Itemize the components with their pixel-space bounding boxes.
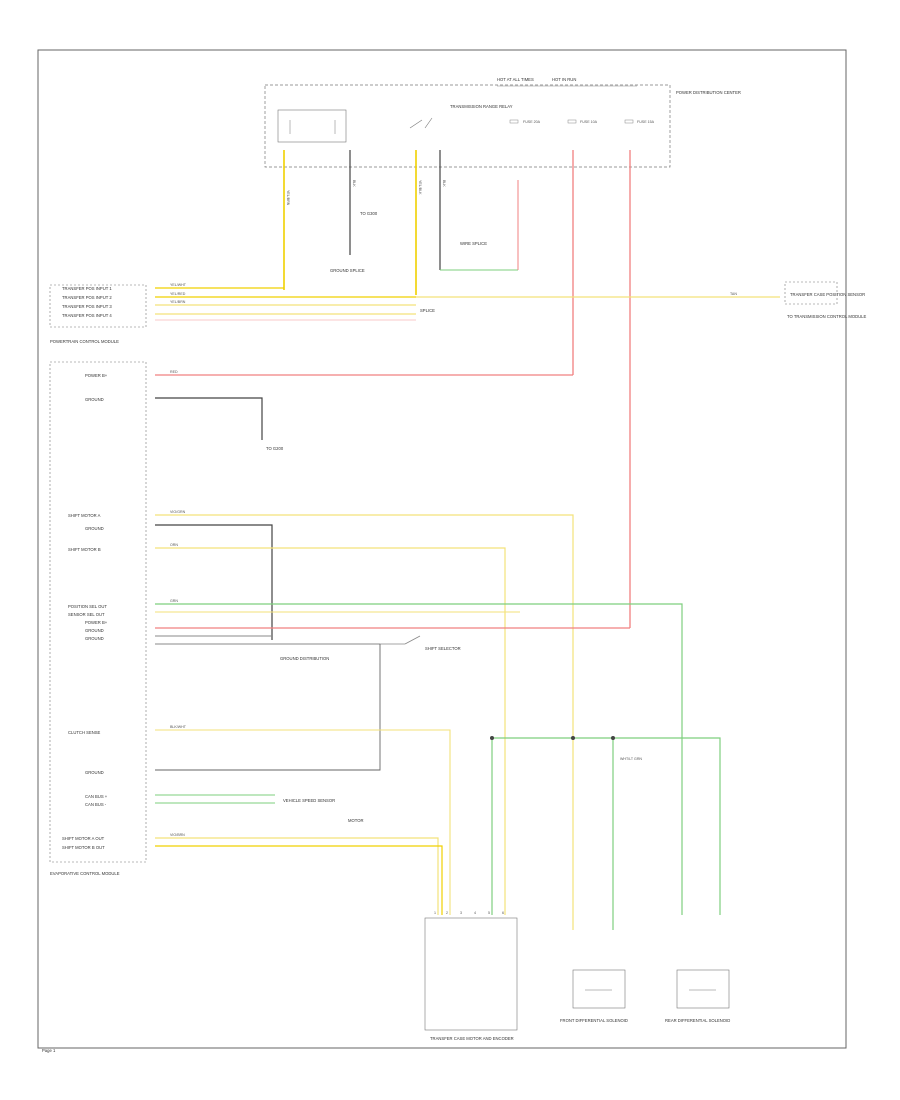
pin-mid-1: POWER B+ bbox=[85, 373, 108, 378]
tcase-pin-6: 6 bbox=[502, 911, 504, 915]
pin-mid-2: GROUND bbox=[85, 397, 104, 402]
pin-lower-4: GROUND bbox=[85, 628, 104, 633]
hot-run-label: HOT IN RUN bbox=[552, 77, 576, 82]
pin-lower-3: POWER B+ bbox=[85, 620, 108, 625]
right-connector: TRANSFER CASE POSITION SENSOR TO TRANSMI… bbox=[784, 281, 866, 319]
vss-note: VEHICLE SPEED SENSOR bbox=[283, 798, 335, 803]
wire-code-y4: YEL/RED bbox=[170, 292, 186, 296]
fuse-2-label: FUSE 10A bbox=[580, 120, 598, 124]
pin-mid-5: SHIFT MOTOR B bbox=[68, 547, 101, 552]
wire-code-w1: WHT/LT GRN bbox=[620, 757, 642, 761]
tcase-connector-label: TRANSFER CASE MOTOR AND ENCODER bbox=[430, 1036, 514, 1041]
tcase-motor-note: MOTOR bbox=[348, 818, 364, 823]
ground-splice-label: GROUND SPLICE bbox=[330, 268, 365, 273]
pin-top-4: TRANSFER POS INPUT 4 bbox=[62, 313, 112, 318]
pin-mid-3: SHIFT MOTOR A bbox=[68, 513, 101, 518]
outer-frame bbox=[37, 49, 847, 1049]
pin-top-1: TRANSFER POS INPUT 1 bbox=[62, 286, 112, 291]
trans-range-relay-label: TRANSMISSION RANGE RELAY bbox=[450, 104, 513, 109]
wire-code-y2: YEL/BLK bbox=[418, 180, 422, 195]
pin-top-3: TRANSFER POS INPUT 3 bbox=[62, 304, 112, 309]
tcase-pin-5: 5 bbox=[488, 911, 490, 915]
module-wires: RED TO G200 VIO/GRN ORN GRN GROUND DISTR… bbox=[155, 370, 721, 930]
pdc-wires: YEL/BRN BLK YEL/BLK BLK TO G300 WIRE SPL… bbox=[283, 150, 631, 628]
wire-code-t1: TAN bbox=[730, 292, 737, 296]
tcase-pin-3: 3 bbox=[460, 911, 462, 915]
fuse-1-label: FUSE 20A bbox=[523, 120, 541, 124]
right-note: TO TRANSMISSION CONTROL MODULE bbox=[787, 314, 866, 319]
wire-code-r1: RED bbox=[170, 370, 178, 374]
wire-code-y3: YEL/WHT bbox=[170, 283, 187, 287]
pin-bottom-2: GROUND bbox=[85, 770, 104, 775]
wire-code-y1: YEL/BRN bbox=[286, 190, 290, 206]
pin-bottom-5: SHIFT MOTOR A OUT bbox=[62, 836, 105, 841]
pin-bottom-6: SHIFT MOTOR B OUT bbox=[62, 845, 105, 850]
g2-note: TO G200 bbox=[266, 446, 284, 451]
hot-batt-label: HOT AT ALL TIMES bbox=[497, 77, 534, 82]
pdc-title: POWER DISTRIBUTION CENTER bbox=[676, 90, 741, 95]
page-number: Page 1 bbox=[42, 1048, 56, 1053]
wire-code-g1: GRN bbox=[170, 599, 178, 603]
rear-axle-solenoid: REAR DIFFERENTIAL SOLENOID bbox=[665, 969, 730, 1023]
pin-bottom-1: CLUTCH SENSE bbox=[68, 730, 101, 735]
tcase-pin-1: 1 bbox=[434, 911, 436, 915]
tcase-pin-4: 4 bbox=[474, 911, 476, 915]
pin-lower-1: POSITION SEL OUT bbox=[68, 604, 107, 609]
pin-lower-5: GROUND bbox=[85, 636, 104, 641]
power-distribution-center: POWER DISTRIBUTION CENTER HOT AT ALL TIM… bbox=[264, 77, 741, 168]
right-conn-label: TRANSFER CASE POSITION SENSOR bbox=[790, 292, 865, 297]
tcase-connector: 1 2 3 4 5 6 TRANSFER CASE MOTOR AND ENCO… bbox=[424, 911, 518, 1041]
wire-code-k2: BLK bbox=[442, 180, 446, 187]
top-connector: TRANSFER POS INPUT 1 TRANSFER POS INPUT … bbox=[49, 283, 780, 328]
wire-code-o1: ORN bbox=[170, 543, 178, 547]
control-module: POWERTRAIN CONTROL MODULE POWER B+ GROUN… bbox=[49, 339, 147, 876]
wire-code-v2: VIO/BRN bbox=[170, 833, 185, 837]
front-axle-label: FRONT DIFFERENTIAL SOLENOID bbox=[560, 1018, 628, 1023]
pin-top-2: TRANSFER POS INPUT 2 bbox=[62, 295, 112, 300]
tcase-pin-2: 2 bbox=[446, 911, 448, 915]
pin-bottom-3: CAN BUS + bbox=[85, 794, 108, 799]
wire-code-b1: BLK/WHT bbox=[170, 725, 187, 729]
pin-bottom-4: CAN BUS - bbox=[85, 802, 107, 807]
wire-code-v1: VIO/GRN bbox=[170, 510, 186, 514]
g1-note: TO G300 bbox=[360, 211, 378, 216]
wire-code-k1: BLK bbox=[352, 180, 356, 187]
splice-note: WIRE SPLICE bbox=[460, 241, 487, 246]
switch-note: SHIFT SELECTOR bbox=[425, 646, 461, 651]
pin-lower-2: SENSOR SEL OUT bbox=[68, 612, 105, 617]
g3-note: GROUND DISTRIBUTION bbox=[280, 656, 329, 661]
wire-code-y5: YEL/BRN bbox=[170, 300, 186, 304]
pcm-title: POWERTRAIN CONTROL MODULE bbox=[50, 339, 119, 344]
top-note: SPLICE bbox=[420, 308, 435, 313]
rear-axle-label: REAR DIFFERENTIAL SOLENOID bbox=[665, 1018, 730, 1023]
ecm-title: EVAPORATIVE CONTROL MODULE bbox=[50, 871, 120, 876]
front-axle-solenoid: FRONT DIFFERENTIAL SOLENOID bbox=[560, 969, 628, 1023]
pin-mid-4: GROUND bbox=[85, 526, 104, 531]
fuse-3-label: FUSE 15A bbox=[637, 120, 655, 124]
